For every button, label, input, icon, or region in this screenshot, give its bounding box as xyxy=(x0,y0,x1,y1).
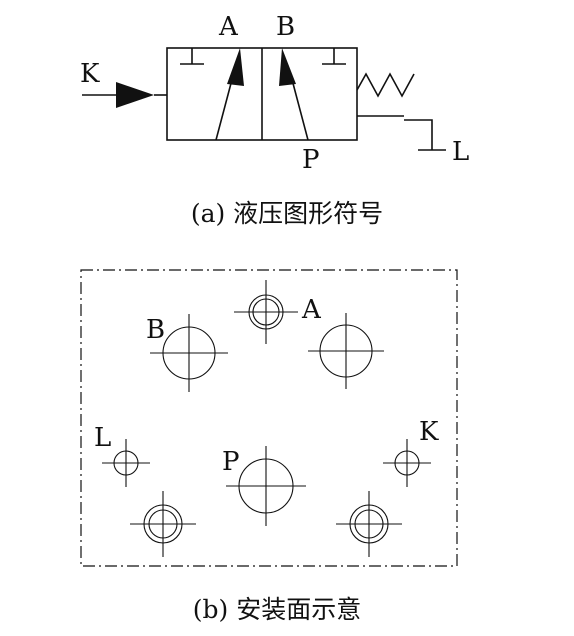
port-a xyxy=(234,280,298,344)
flow-arrowhead-right xyxy=(279,48,296,86)
bolt-hole-bottom-left xyxy=(130,491,196,557)
pilot-arrowhead xyxy=(116,82,154,108)
port-l xyxy=(102,439,150,487)
port-right-upper xyxy=(308,313,384,389)
label-l: L xyxy=(452,137,469,167)
bolt-hole-bottom-right xyxy=(336,491,402,557)
label-k: K xyxy=(80,59,100,89)
spring xyxy=(356,72,415,98)
label-p: P xyxy=(302,145,320,175)
mount-label-l: L xyxy=(94,423,111,453)
caption-b: (b) 安装面示意 xyxy=(193,595,361,624)
mount-label-k: K xyxy=(419,417,439,447)
label-a: A xyxy=(218,12,239,42)
mount-label-p: P xyxy=(222,447,240,477)
hydraulic-symbol: K A B P L (a) 液压图形符号 xyxy=(80,12,469,228)
mount-label-b: B xyxy=(146,315,165,345)
drain-line-down xyxy=(404,119,433,150)
mounting-outline xyxy=(80,269,458,567)
port-b xyxy=(150,314,228,392)
port-p xyxy=(226,446,306,526)
mounting-surface: A B L K P (b) 安装面示意 xyxy=(80,269,458,624)
caption-a: (a) 液压图形符号 xyxy=(191,199,383,228)
flow-arrowhead-left xyxy=(227,48,244,86)
mount-label-a: A xyxy=(301,295,322,325)
label-b: B xyxy=(276,12,295,42)
port-k xyxy=(383,439,431,487)
